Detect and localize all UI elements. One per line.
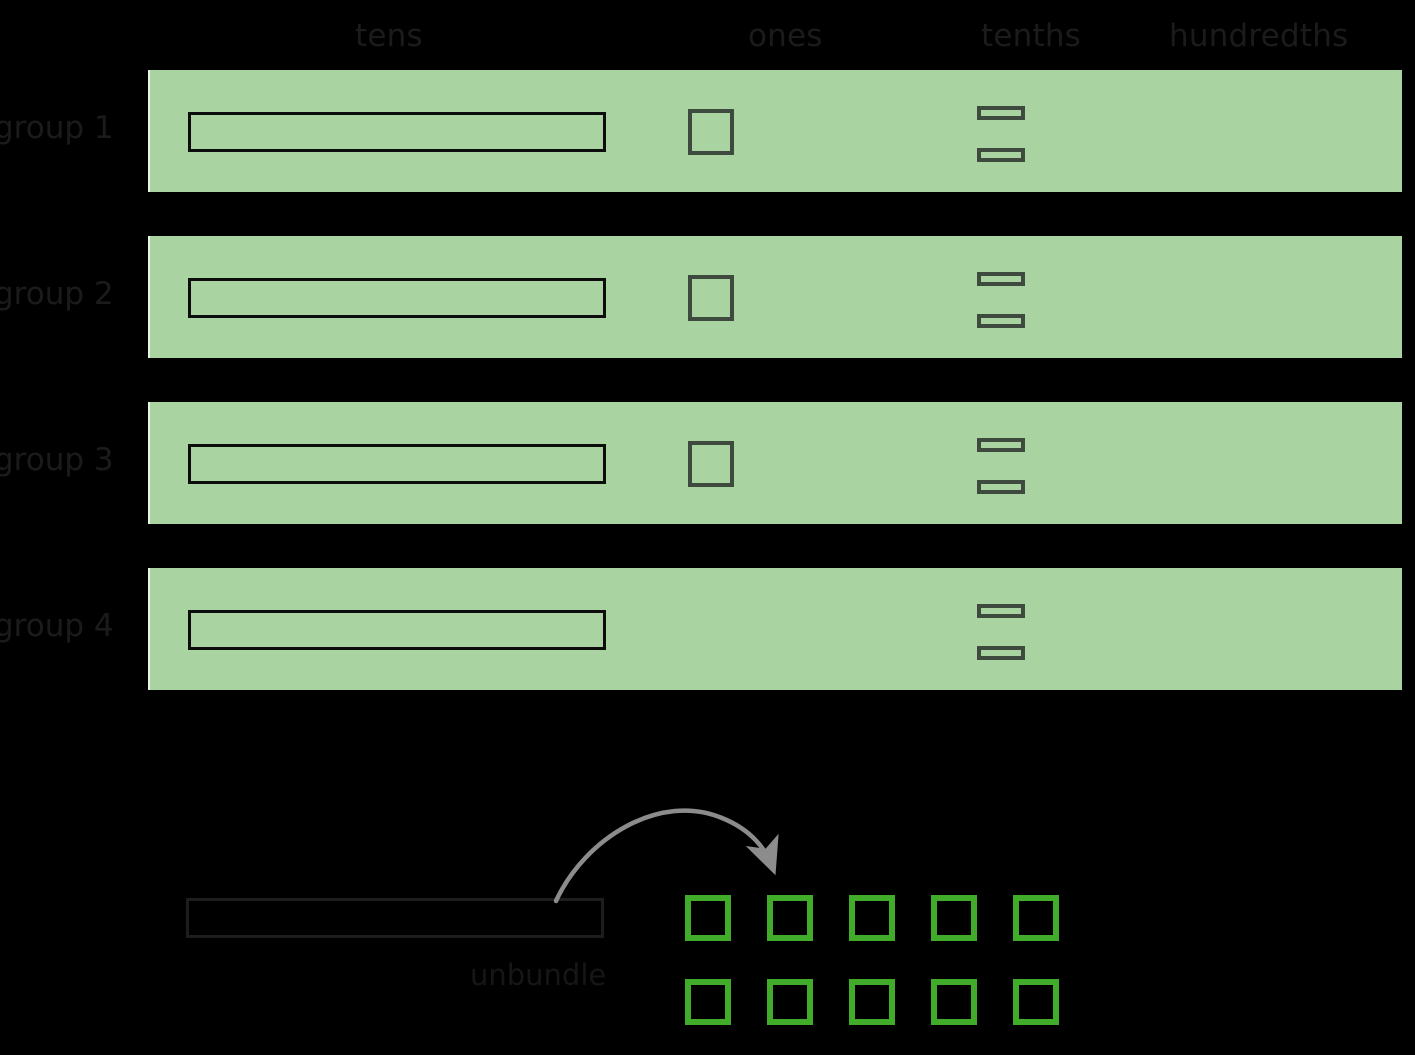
ones-cube <box>688 275 734 321</box>
unit-cube <box>685 979 731 1025</box>
tenths-strip <box>977 272 1025 286</box>
tenths-strip <box>977 106 1025 120</box>
column-header-hundredths: hundredths <box>1169 18 1349 54</box>
place-value-row-group-2 <box>148 236 1402 358</box>
row-label-group-1: group 1 <box>0 110 114 146</box>
unit-cube <box>1013 895 1059 941</box>
ones-cube <box>688 109 734 155</box>
tens-rod <box>188 112 606 152</box>
unit-cube <box>931 979 977 1025</box>
unit-cube <box>1013 979 1059 1025</box>
ones-cube <box>688 441 734 487</box>
unit-cube <box>849 979 895 1025</box>
tens-rod <box>188 278 606 318</box>
column-header-tenths: tenths <box>981 18 1082 54</box>
tens-rod <box>188 610 606 650</box>
unit-cube <box>767 895 813 941</box>
unit-cube <box>685 895 731 941</box>
tenths-strip <box>977 604 1025 618</box>
column-header-tens: tens <box>355 18 423 54</box>
unit-cube <box>931 895 977 941</box>
place-value-row-group-3 <box>148 402 1402 524</box>
row-label-group-2: group 2 <box>0 276 114 312</box>
unbundle-source-rod <box>186 898 604 938</box>
unit-cube <box>849 895 895 941</box>
tens-rod <box>188 444 606 484</box>
column-header-ones: ones <box>748 18 823 54</box>
place-value-row-group-4 <box>148 568 1402 690</box>
row-label-group-3: group 3 <box>0 442 114 478</box>
unbundle-label: unbundle <box>470 958 607 992</box>
tenths-strip <box>977 314 1025 328</box>
tenths-strip <box>977 480 1025 494</box>
tenths-strip <box>977 438 1025 452</box>
tenths-strip <box>977 148 1025 162</box>
tenths-strip <box>977 646 1025 660</box>
row-label-group-4: group 4 <box>0 608 114 644</box>
unit-cube <box>767 979 813 1025</box>
place-value-row-group-1 <box>148 70 1402 192</box>
